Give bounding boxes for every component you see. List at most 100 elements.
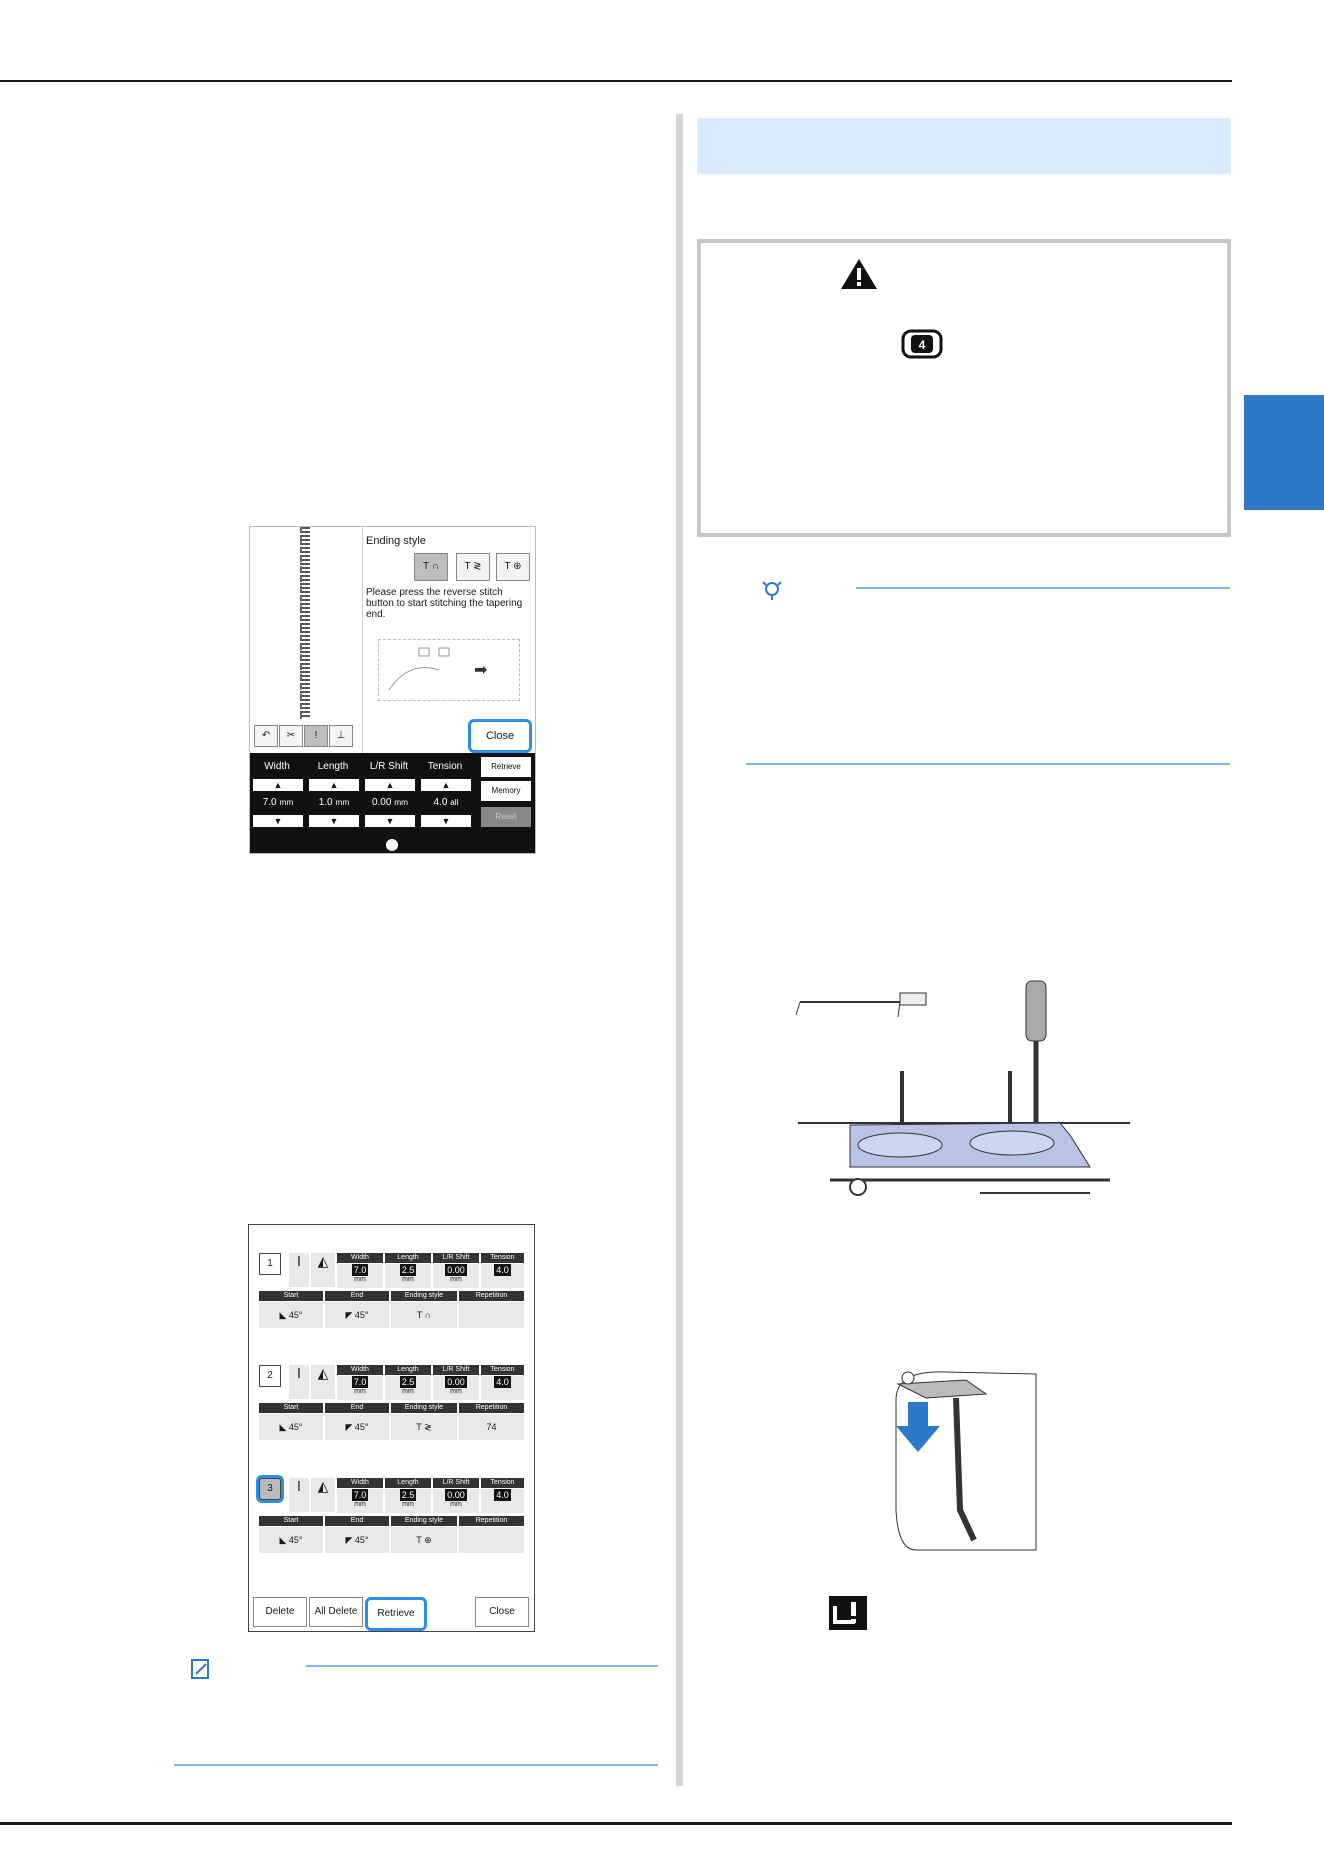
hdr-ending: Ending style [391, 1403, 457, 1413]
cell-repetition [459, 1302, 524, 1328]
hdr-shift: L/R Shift [433, 1253, 479, 1263]
cell-repetition: 74 [459, 1414, 524, 1440]
lever-illustration [895, 1371, 1037, 1551]
hdr-width: Width [337, 1365, 383, 1375]
width-up-button[interactable]: ▲ [253, 779, 303, 791]
hdr-shift: L/R Shift [433, 1365, 479, 1375]
memory-button[interactable]: Memory [481, 781, 531, 801]
length-down-button[interactable]: ▼ [309, 815, 359, 827]
warning-triangle-icon [841, 259, 877, 289]
retrieve-button[interactable]: Retrieve [481, 757, 531, 777]
note-top-line [856, 587, 1230, 589]
hdr-ending: Ending style [391, 1291, 457, 1301]
cell-tension: 4.0 [481, 1376, 524, 1400]
hdr-repetition: Repetition [459, 1403, 524, 1413]
memory-entry-2[interactable]: 2 ǀ ◭ Width Length L/R Shift Tension 7.0… [259, 1361, 524, 1461]
spool-badge-icon: 4 [901, 329, 943, 359]
shift-down-button[interactable]: ▼ [365, 815, 415, 827]
hdr-shift: L/R Shift [433, 1478, 479, 1488]
hdr-width: Width [337, 1253, 383, 1263]
entry-number[interactable]: 2 [259, 1365, 281, 1387]
thread-stand-illustration [795, 980, 1130, 1196]
scissors-icon[interactable]: ✂ [279, 725, 303, 747]
cell-end: ◤ 45° [325, 1527, 389, 1553]
width-down-button[interactable]: ▼ [253, 815, 303, 827]
delete-button[interactable]: Delete [253, 1597, 307, 1627]
width-label: Width [264, 761, 290, 772]
needle-icon: ǀ [289, 1365, 309, 1399]
cell-ending: T ⊕ [391, 1527, 457, 1553]
caution-box: 4 [697, 239, 1231, 537]
clock-icon[interactable] [386, 839, 398, 851]
length-value: 1.0 mm [318, 797, 350, 808]
ending-style-option-2[interactable]: T ≷ [456, 553, 490, 581]
cell-start: ◣ 45° [259, 1302, 323, 1328]
memo-top-line [306, 1665, 658, 1667]
needle-position-icon [829, 1596, 867, 1630]
hdr-length: Length [385, 1253, 431, 1263]
cell-ending: T ∩ [391, 1302, 457, 1328]
tension-down-button[interactable]: ▼ [421, 815, 471, 827]
needle-stop-icon[interactable]: ! [304, 725, 328, 747]
close-button[interactable]: Close [468, 719, 532, 753]
stitch-preview [300, 527, 310, 719]
ending-style-option-1[interactable]: T ∩ [414, 553, 448, 581]
cell-tension: 4.0 [481, 1489, 524, 1513]
hdr-start: Start [259, 1403, 323, 1413]
shift-label: L/R Shift [369, 761, 409, 772]
needle-icon: ǀ [289, 1253, 309, 1287]
hdr-start: Start [259, 1291, 323, 1301]
hdr-tension: Tension [481, 1253, 524, 1263]
reverse-icon[interactable]: ↶ [254, 725, 278, 747]
memory-entry-1[interactable]: 1 ǀ ◭ Width Length L/R Shift Tension 7.0… [259, 1249, 524, 1349]
shift-up-button[interactable]: ▲ [365, 779, 415, 791]
width-value: 7.0 mm [262, 797, 294, 808]
hdr-start: Start [259, 1516, 323, 1526]
ending-style-option-3[interactable]: T ⊕ [496, 553, 530, 581]
tension-value: 4.0 all [433, 797, 459, 808]
tension-label: Tension [427, 761, 463, 772]
length-up-button[interactable]: ▲ [309, 779, 359, 791]
hdr-length: Length [385, 1478, 431, 1488]
tension-up-button[interactable]: ▲ [421, 779, 471, 791]
hdr-end: End [325, 1291, 389, 1301]
cell-tension: 4.0 [481, 1264, 524, 1288]
svg-text:➡: ➡ [474, 660, 487, 679]
reset-button[interactable]: Reset [481, 807, 531, 827]
hdr-width: Width [337, 1478, 383, 1488]
mirror-icon: ◭ [311, 1253, 335, 1287]
cell-end: ◤ 45° [325, 1302, 389, 1328]
hdr-end: End [325, 1403, 389, 1413]
memory-entry-3[interactable]: 3 ǀ ◭ Width Length L/R Shift Tension 7.0… [259, 1474, 524, 1574]
retrieve-button[interactable]: Retrieve [365, 1597, 427, 1631]
hdr-length: Length [385, 1365, 431, 1375]
cell-repetition [459, 1527, 524, 1553]
parameter-panel: Width Length L/R Shift Tension ▲ ▲ ▲ ▲ 7… [250, 753, 535, 853]
memo-bottom-line [174, 1764, 658, 1766]
hdr-tension: Tension [481, 1478, 524, 1488]
all-delete-button[interactable]: All Delete [309, 1597, 363, 1627]
instruction-message: Please press the reverse stitch button t… [366, 587, 523, 620]
cell-end: ◤ 45° [325, 1414, 389, 1440]
close-button[interactable]: Close [475, 1597, 529, 1627]
entry-number[interactable]: 1 [259, 1253, 281, 1275]
entry-number-selected[interactable]: 3 [259, 1478, 281, 1500]
top-rule [0, 80, 1232, 82]
shift-value: 0.00 mm [371, 797, 409, 808]
cell-start: ◣ 45° [259, 1414, 323, 1440]
presser-foot-icon[interactable]: ⊥ [329, 725, 353, 747]
mirror-icon: ◭ [311, 1365, 335, 1399]
memory-list-screen: 1 ǀ ◭ Width Length L/R Shift Tension 7.0… [248, 1224, 535, 1632]
hdr-repetition: Repetition [459, 1291, 524, 1301]
note-bottom-line [746, 763, 1230, 765]
ending-style-screen: Ending style T ∩ T ≷ T ⊕ Please press th… [249, 526, 536, 854]
bottom-rule [0, 1822, 1232, 1825]
